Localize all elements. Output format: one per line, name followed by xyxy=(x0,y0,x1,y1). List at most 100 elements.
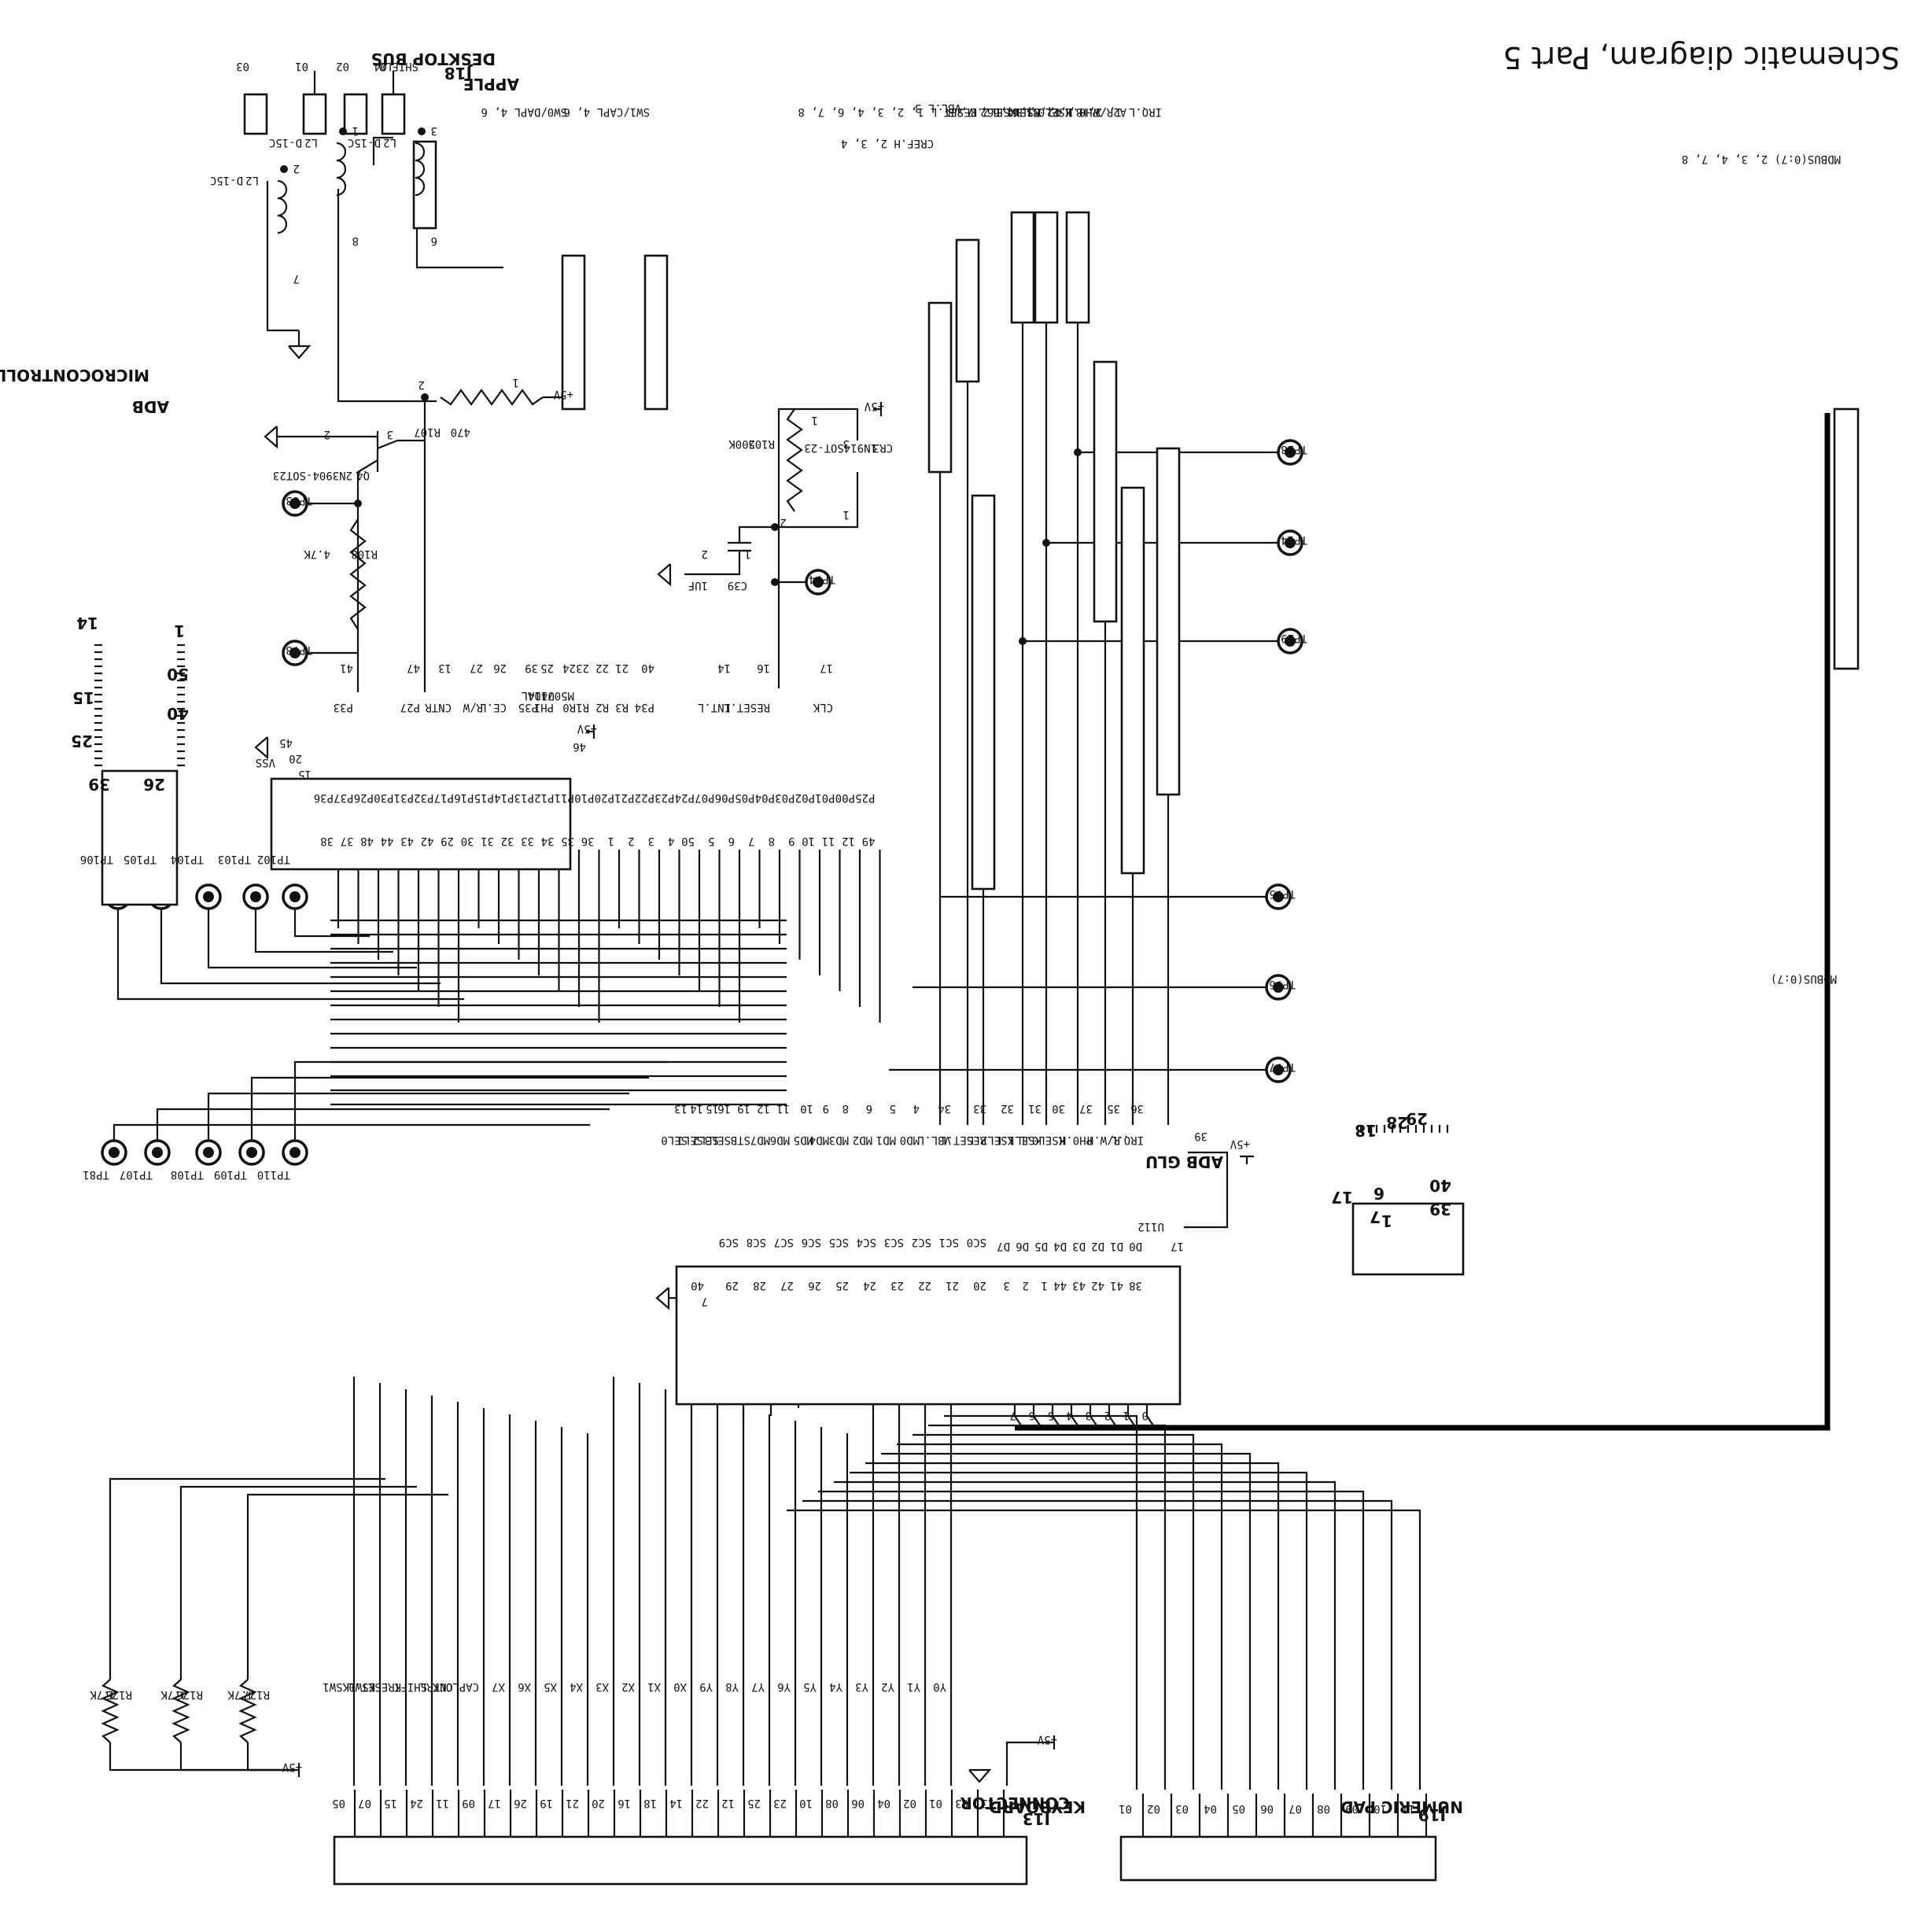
numpad-wire-0 xyxy=(944,1414,1138,1790)
keyboard-title: KEYBOARD xyxy=(989,1798,1086,1816)
numeric-pad-pin: 11 xyxy=(1402,1802,1415,1815)
pullup-bottom-2 xyxy=(246,1742,291,1772)
u112-pin-name: MD1 xyxy=(876,1134,896,1146)
adb-micro-corner: 26 xyxy=(143,775,165,794)
adb-pin-label: 03 xyxy=(236,60,249,72)
adb-micro-corner: 40 xyxy=(167,704,189,723)
adb-shield-wire xyxy=(372,136,393,165)
choke-pin: 3 xyxy=(431,124,437,137)
u114-pin-name: P36 xyxy=(314,791,334,804)
component-layer xyxy=(101,93,1860,1886)
u114-pin-name: P31 xyxy=(394,791,414,804)
bus-entry-label: 2 xyxy=(1104,1409,1111,1421)
u112-pin-name: SEL2 xyxy=(692,1134,719,1146)
power-label: +5V xyxy=(577,722,597,735)
choke-coil xyxy=(415,159,426,179)
u112-pin-num: 38 xyxy=(1129,1279,1142,1292)
test-point-label: TP75 xyxy=(1269,887,1296,900)
adb-micro-corner: 25 xyxy=(71,732,93,750)
pullup-value: 4.7K xyxy=(90,1688,116,1701)
off-sheet-connector-5 xyxy=(1010,211,1035,324)
keyboard-pin: 02 xyxy=(903,1797,916,1809)
wire xyxy=(377,439,398,450)
adb-pin-1 xyxy=(381,93,406,135)
u112-pin-num: 29 xyxy=(725,1279,739,1292)
r107-p2: 2 xyxy=(418,378,425,391)
u114-pin-num: 48 xyxy=(360,835,374,847)
adb-pin-4 xyxy=(243,93,268,135)
ground-symbol xyxy=(264,426,278,449)
keyboard-pin: 23 xyxy=(773,1797,787,1809)
choke-coil xyxy=(415,142,426,162)
u112-pin-name: SC8 xyxy=(747,1236,766,1248)
u114-pin-num: 42 xyxy=(421,835,434,847)
u114-pin-num: 32 xyxy=(501,835,514,847)
u114-pin-name: P32 xyxy=(414,791,433,804)
pullup-ref: R125 xyxy=(105,1688,132,1701)
u114-pin-num: 21 xyxy=(615,662,629,674)
u114-pin-name: P12 xyxy=(534,791,554,804)
u114-pin-name: P06 xyxy=(715,791,735,804)
test-point-center xyxy=(152,1147,163,1158)
r107-ref: R107 xyxy=(414,426,441,438)
adb-pin-label: 02 xyxy=(336,60,349,72)
keyboard-signal: Y5 xyxy=(803,1680,817,1693)
u112-pin-num: 12 xyxy=(757,1102,770,1115)
u114-pin-num: 43 xyxy=(400,835,414,847)
bus-entry-label: 4 xyxy=(1067,1409,1073,1421)
u114-pin-name: R0 xyxy=(562,701,576,713)
choke-name: L2 xyxy=(245,174,259,186)
u112-pin-name: STB xyxy=(731,1134,750,1146)
wire xyxy=(777,407,859,688)
numeric-pad-ref: J19 xyxy=(1418,1805,1447,1824)
keyboard-pin: 16 xyxy=(618,1797,631,1809)
r107 xyxy=(440,389,544,406)
adb-connector-ref: J18 xyxy=(444,64,474,83)
adb-connector-title2: DESKTOP BUS xyxy=(371,50,496,68)
test-point-label: TP74 xyxy=(809,573,835,585)
keyboard-pin: 14 xyxy=(669,1797,683,1809)
c39-value: 1UF xyxy=(688,579,708,592)
cr3-part: 1N914SOT-23 xyxy=(804,441,877,454)
u114-pin-name: P10 xyxy=(574,791,594,804)
u114-pin-num: 31 xyxy=(481,835,494,847)
choke-pin: 7 xyxy=(293,272,300,285)
test-point-center xyxy=(289,498,300,509)
tp-link-b xyxy=(156,1108,610,1141)
test-point-center xyxy=(289,1147,300,1158)
wire xyxy=(1005,1741,1046,1786)
keyboard-pin: 11 xyxy=(436,1797,449,1809)
adb-glu-corner: 1 xyxy=(1381,1211,1392,1230)
adb-pin-label: SHIELD xyxy=(378,60,418,72)
keyboard-pin: 19 xyxy=(540,1797,553,1809)
keyboard-pin: 20 xyxy=(592,1797,605,1809)
u112-pin-name: D3 xyxy=(1072,1240,1086,1252)
keyboard-pin: 24 xyxy=(410,1797,423,1809)
adb-glu-corner: 6 xyxy=(1373,1184,1384,1203)
u112-pin-num: 13 xyxy=(674,1102,688,1115)
u114-pin-num: 38 xyxy=(320,835,334,847)
keyboard-pin: 17 xyxy=(488,1797,501,1809)
u114-pin-name: P17 xyxy=(434,791,454,804)
choke-coil xyxy=(277,197,288,217)
u114-pin-name: CE.L xyxy=(480,701,507,713)
u114-pin-num: 44 xyxy=(381,835,394,847)
test-point-label: TP104 xyxy=(171,853,204,865)
u114-body xyxy=(270,777,572,871)
keyboard-signal: X6 xyxy=(518,1680,531,1693)
test-point-label: TP76 xyxy=(1269,978,1296,990)
u112-ref: U112 xyxy=(1137,1220,1164,1233)
keyboard-signal: CAPLOCK xyxy=(432,1680,479,1693)
u114-pin-num: 27 xyxy=(470,662,483,674)
adb-line xyxy=(337,189,437,403)
choke-coil xyxy=(336,142,347,162)
u114-vcc-pin: 46 xyxy=(573,740,586,753)
u114-pin-num: 4 xyxy=(668,835,674,847)
u114-pin-num: 22 xyxy=(595,662,609,674)
u112-vcc-pin: 39 xyxy=(1194,1130,1208,1142)
u112-pin-name: PH0.H xyxy=(1060,1134,1093,1146)
u114-pin-name: P20 xyxy=(595,791,614,804)
adb-line2 xyxy=(266,181,299,332)
q4-p1: 1 xyxy=(356,469,362,481)
